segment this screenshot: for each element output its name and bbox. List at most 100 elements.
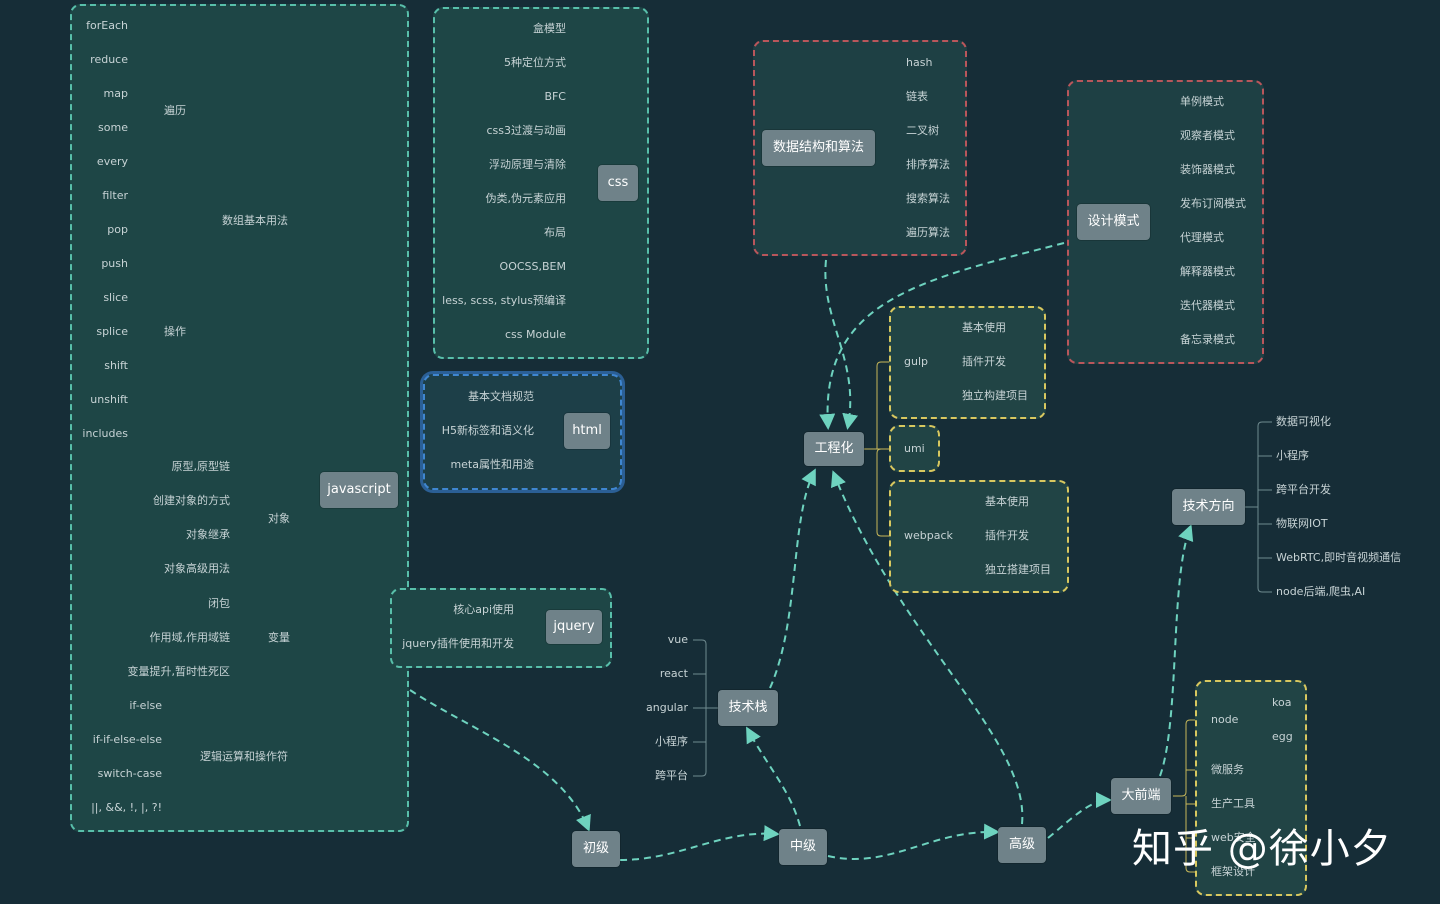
logic-item: ||, &&, !, |, ?! bbox=[91, 801, 162, 814]
logic-label: 逻辑运算和操作符 bbox=[200, 750, 288, 763]
big-frontend-node[interactable]: 大前端 bbox=[1111, 778, 1171, 814]
stack-item: vue bbox=[667, 633, 688, 646]
logic-item: if-if-else-else bbox=[92, 733, 162, 746]
object-label: 对象 bbox=[268, 512, 290, 525]
middle-node[interactable]: 中级 bbox=[779, 829, 827, 865]
design-node[interactable]: 设计模式 bbox=[1077, 204, 1150, 240]
css-item: 浮动原理与清除 bbox=[489, 158, 566, 171]
design-item: 解释器模式 bbox=[1180, 265, 1235, 278]
node-item: egg bbox=[1272, 730, 1293, 743]
webpack-region bbox=[889, 480, 1069, 593]
css-item: css Module bbox=[504, 328, 566, 341]
design-item: 单例模式 bbox=[1180, 95, 1224, 108]
direction-item: 小程序 bbox=[1276, 449, 1309, 462]
umi-region bbox=[889, 425, 940, 472]
stack-item: 小程序 bbox=[655, 735, 688, 748]
webpack-item: 基本使用 bbox=[985, 495, 1029, 508]
algo-node[interactable]: 数据结构和算法 bbox=[762, 130, 875, 166]
css-item: OOCSS,BEM bbox=[499, 260, 566, 273]
algo-item: 搜索算法 bbox=[906, 192, 950, 205]
direction-item: 数据可视化 bbox=[1276, 415, 1331, 428]
css-item: 5种定位方式 bbox=[504, 56, 566, 69]
design-item: 观察者模式 bbox=[1180, 129, 1235, 142]
design-item: 代理模式 bbox=[1180, 231, 1224, 244]
junior-node[interactable]: 初级 bbox=[572, 831, 620, 867]
traverse-item: forEach bbox=[86, 19, 128, 32]
webpack-item: 插件开发 bbox=[985, 529, 1029, 542]
stack-item: 跨平台 bbox=[655, 769, 688, 782]
gulp-item: 独立构建项目 bbox=[962, 389, 1028, 402]
direction-item: node后端,爬虫,AI bbox=[1276, 585, 1366, 598]
direction-node[interactable]: 技术方向 bbox=[1172, 489, 1245, 525]
operate-item: shift bbox=[104, 359, 128, 372]
algo-item: 链表 bbox=[906, 90, 928, 103]
css-node[interactable]: css bbox=[598, 165, 638, 201]
direction-item: 物联网IOT bbox=[1276, 517, 1328, 530]
direction-item: 跨平台开发 bbox=[1276, 483, 1331, 496]
algo-item: 遍历算法 bbox=[906, 226, 950, 239]
operate-item: splice bbox=[96, 325, 128, 338]
stack-node[interactable]: 技术栈 bbox=[718, 690, 778, 726]
logic-item: switch-case bbox=[97, 767, 162, 780]
stack-item: react bbox=[659, 667, 688, 680]
variable-item: 作用域,作用域链 bbox=[149, 631, 231, 644]
traverse-item: some bbox=[98, 121, 128, 134]
algo-item: 排序算法 bbox=[906, 158, 950, 171]
operate-item: slice bbox=[103, 291, 128, 304]
direction-item: WebRTC,即时音视频通信 bbox=[1276, 551, 1402, 564]
bigfe-item: web安全 bbox=[1211, 831, 1256, 844]
javascript-region bbox=[70, 4, 409, 832]
node-item: koa bbox=[1272, 696, 1292, 709]
css-item: 盒模型 bbox=[533, 22, 566, 35]
senior-node[interactable]: 高级 bbox=[998, 827, 1046, 863]
jquery-node[interactable]: jquery bbox=[546, 610, 602, 644]
variable-item: 闭包 bbox=[208, 597, 230, 610]
zhihu-watermark: 知乎 @徐小夕 bbox=[1132, 826, 1392, 872]
algo-item: hash bbox=[906, 56, 933, 69]
operate-label: 操作 bbox=[164, 325, 186, 338]
webpack-label: webpack bbox=[904, 529, 953, 542]
css-item: 伪类,伪元素应用 bbox=[485, 192, 567, 205]
traverse-item: map bbox=[103, 87, 128, 100]
operate-item: push bbox=[101, 257, 128, 270]
css-item: BFC bbox=[544, 90, 566, 103]
operate-item: unshift bbox=[90, 393, 128, 406]
variable-item: 变量提升,暂时性死区 bbox=[127, 665, 231, 678]
design-item: 发布订阅模式 bbox=[1180, 197, 1246, 210]
bigfe-item: 微服务 bbox=[1211, 763, 1244, 776]
css-item: css3过渡与动画 bbox=[486, 124, 566, 137]
design-item: 装饰器模式 bbox=[1180, 163, 1235, 176]
css-item: 布局 bbox=[544, 226, 566, 239]
traverse-item: filter bbox=[102, 189, 128, 202]
traverse-label: 遍历 bbox=[164, 104, 186, 117]
design-item: 备忘录模式 bbox=[1180, 333, 1235, 346]
html-node[interactable]: html bbox=[564, 413, 610, 449]
css-item: less, scss, stylus预编译 bbox=[442, 294, 566, 307]
object-item: 原型,原型链 bbox=[171, 460, 231, 473]
object-item: 对象高级用法 bbox=[164, 562, 230, 575]
html-item: meta属性和用途 bbox=[450, 458, 534, 471]
bigfe-item: 框架设计 bbox=[1211, 865, 1255, 878]
operate-item: includes bbox=[82, 427, 128, 440]
javascript-node[interactable]: javascript bbox=[320, 472, 398, 508]
object-item: 创建对象的方式 bbox=[153, 494, 230, 507]
jquery-item: 核心api使用 bbox=[453, 603, 514, 616]
logic-item: if-else bbox=[129, 699, 162, 712]
node-label: node bbox=[1211, 713, 1239, 726]
gulp-region bbox=[889, 306, 1046, 419]
array-basic-label: 数组基本用法 bbox=[222, 214, 288, 227]
stack-item: angular bbox=[646, 701, 688, 714]
jquery-item: jquery插件使用和开发 bbox=[402, 637, 514, 650]
umi-label: umi bbox=[904, 442, 925, 455]
bigfe-item: 生产工具 bbox=[1211, 797, 1255, 810]
design-item: 迭代器模式 bbox=[1180, 299, 1235, 312]
object-item: 对象继承 bbox=[186, 528, 230, 541]
gulp-item: 插件开发 bbox=[962, 355, 1006, 368]
traverse-item: every bbox=[96, 155, 128, 168]
gulp-item: 基本使用 bbox=[962, 321, 1006, 334]
webpack-item: 独立搭建项目 bbox=[985, 563, 1051, 576]
engineering-node[interactable]: 工程化 bbox=[804, 432, 864, 466]
gulp-label: gulp bbox=[904, 355, 928, 368]
variable-label: 变量 bbox=[268, 631, 290, 644]
